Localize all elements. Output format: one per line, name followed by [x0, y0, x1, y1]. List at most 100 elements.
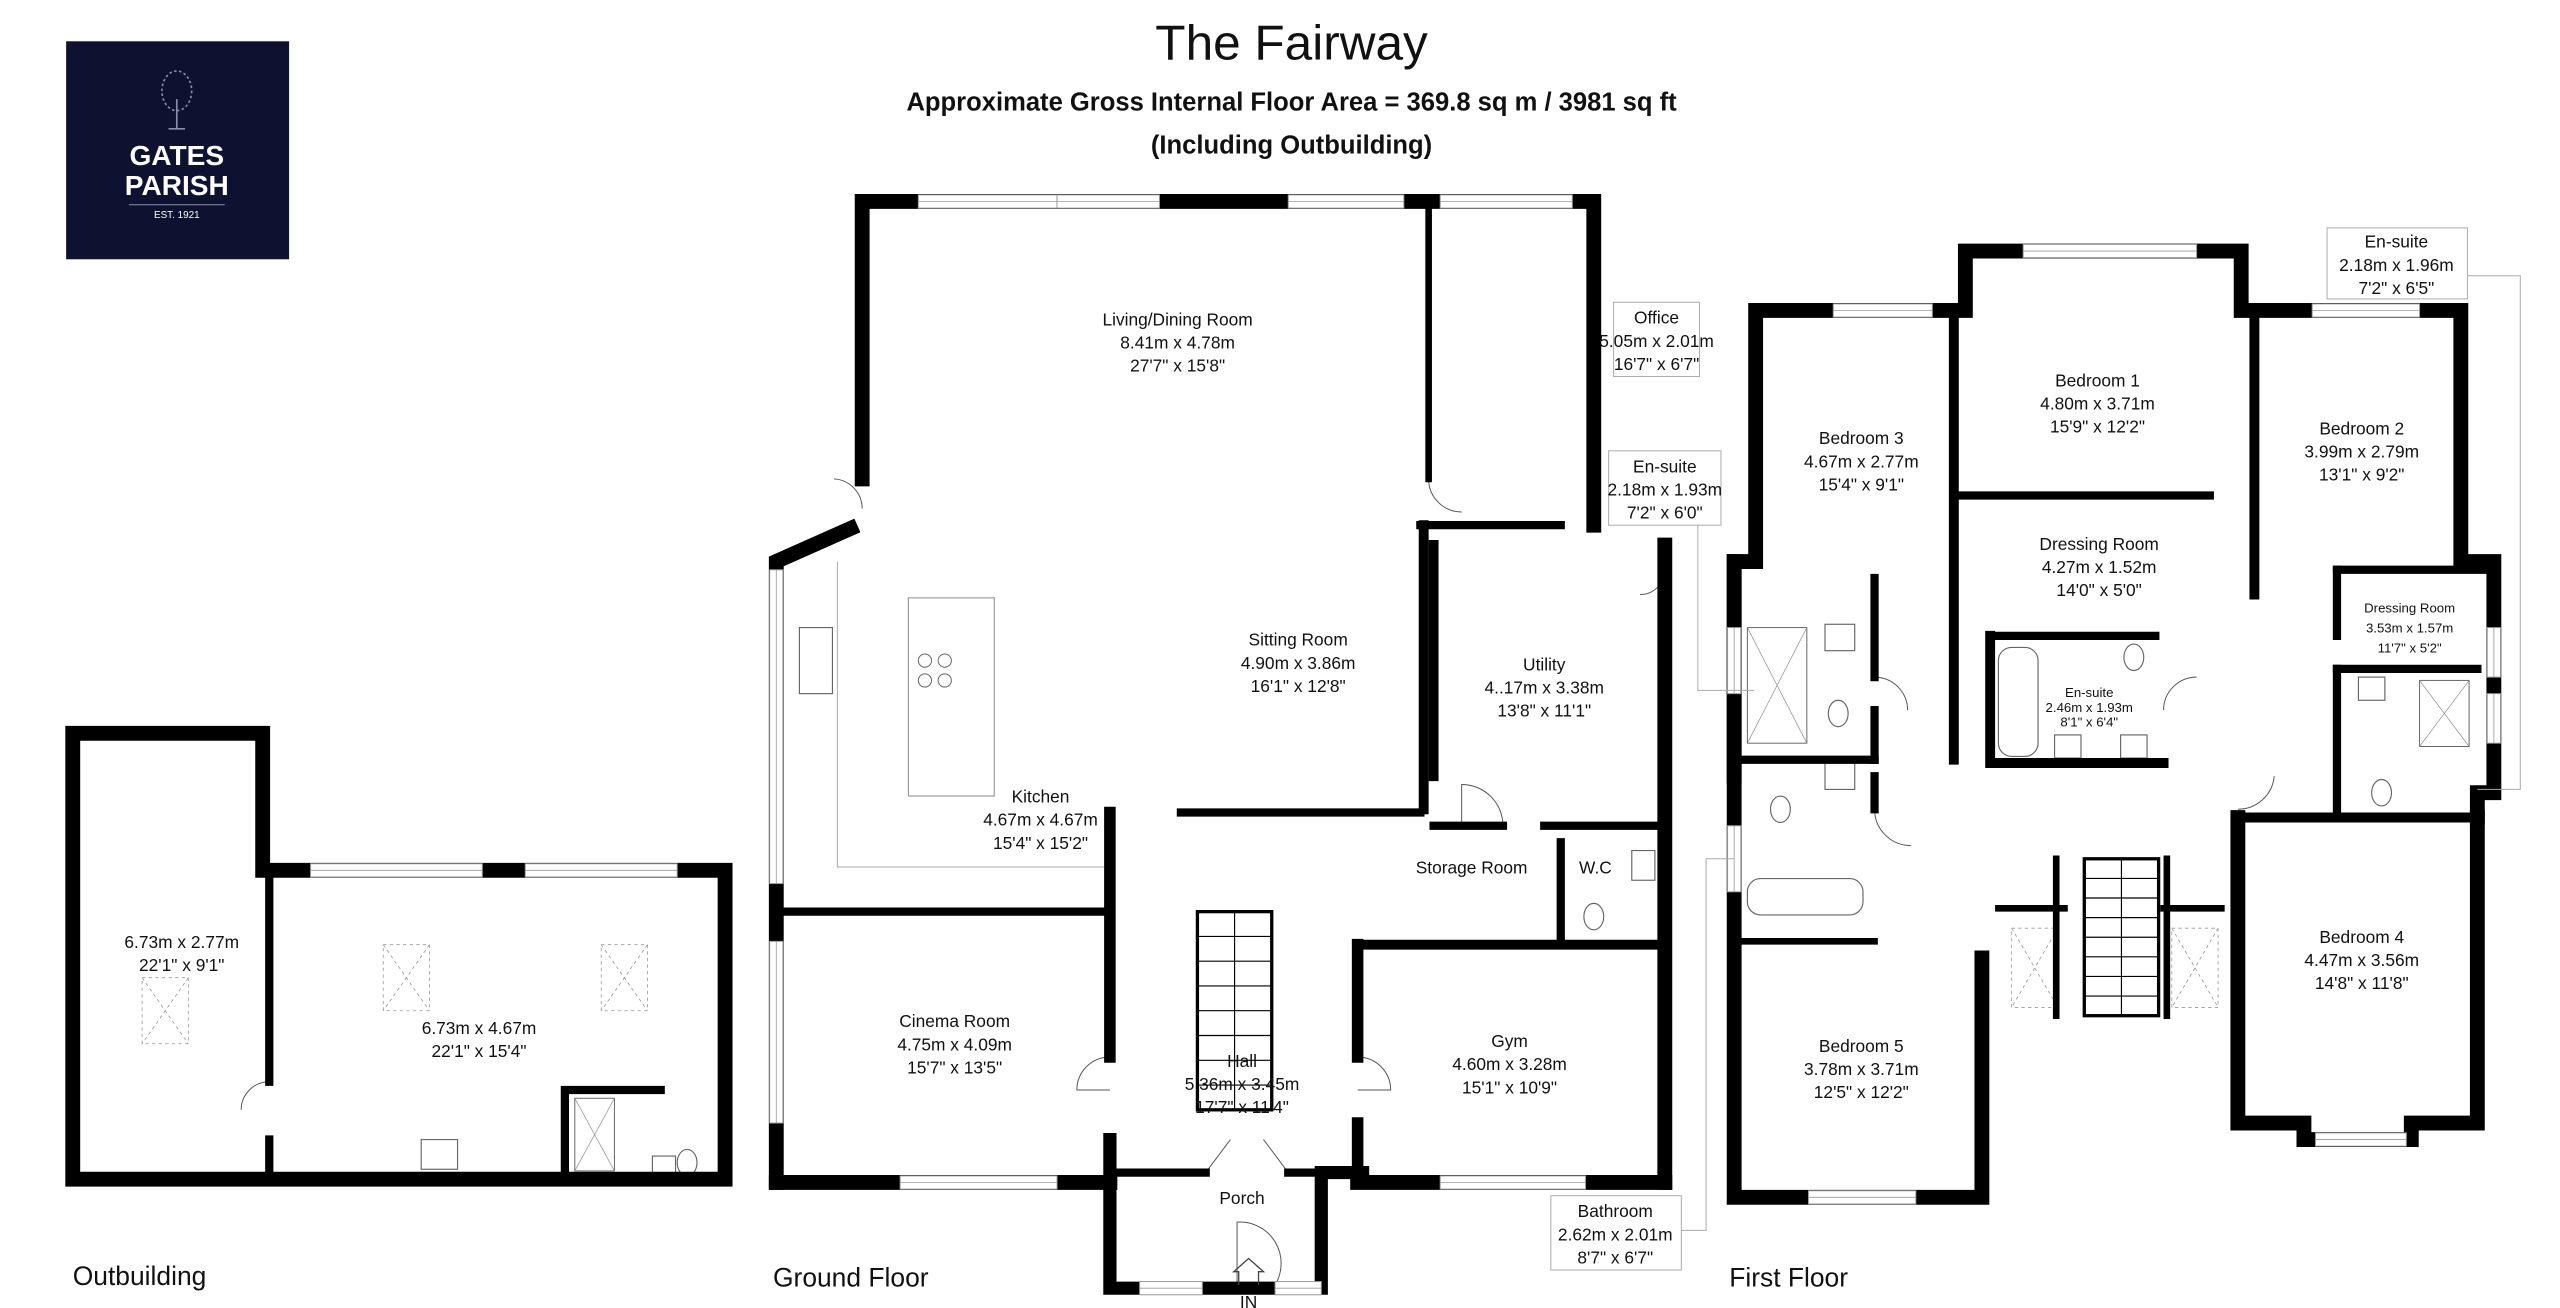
outbuilding-room-1-dims-m: 6.73m x 2.77m [124, 932, 239, 952]
window [1727, 627, 1742, 695]
room-name: Bedroom 4 [2319, 927, 2404, 947]
windows [310, 194, 2501, 1296]
logo-line1: GATES [129, 140, 224, 171]
room-dressing-1: Dressing Room 4.27m x 1.52m 14'0" x 5'0" [2039, 534, 2158, 600]
plan-title: The Fairway [1155, 15, 1428, 70]
callout-office: Office 5.05m x 2.01m 16'7" x 6'7" [1599, 301, 1714, 378]
window [1287, 194, 1405, 209]
hob-burner-icon [937, 673, 952, 688]
room-dims-ft: 7'2" x 6'0" [1627, 503, 1703, 523]
basin-icon [1824, 623, 1856, 652]
room-name: En-suite [1633, 456, 1697, 476]
room-dims-m: 3.78m x 3.71m [1804, 1059, 1919, 1079]
floor-area: Approximate Gross Internal Floor Area = … [906, 89, 1677, 117]
entrance-arrow-icon [1232, 1257, 1266, 1285]
tree-icon [161, 70, 193, 130]
room-dims-m: 4.75m x 4.09m [897, 1034, 1012, 1054]
window [1807, 1190, 1917, 1205]
room-bedroom-5: Bedroom 5 3.78m x 3.71m 12'5" x 12'2" [1804, 1036, 1919, 1102]
room-name: Bathroom [1578, 1201, 1653, 1221]
callout-ensuite-b: En-suite 2.18m x 1.96m 7'2" x 6'5" [2326, 227, 2521, 790]
window [2022, 243, 2198, 259]
room-dims-m: 4.80m x 3.71m [2040, 394, 2155, 414]
room-dressing-2: Dressing Room 3.53m x 1.57m 11'7" x 5'2" [2364, 601, 2455, 656]
window [1832, 303, 1933, 318]
shower-cross [2419, 680, 2470, 747]
shower-icon [2419, 679, 2470, 747]
basin-icon [1631, 849, 1656, 881]
door-swing [240, 1081, 270, 1110]
shower-cross [1747, 627, 1808, 744]
staircase [2082, 857, 2161, 1018]
window [1056, 194, 1160, 209]
room-hall: Hall 5.36m x 3.45m 17'7" x 11'4" [1185, 1051, 1300, 1117]
sink-icon [798, 626, 834, 695]
shower-icon [574, 1097, 615, 1172]
door-swing [1263, 1139, 1289, 1173]
room-name: Cinema Room [899, 1011, 1010, 1031]
wall [768, 518, 861, 1190]
room-name: Kitchen [1012, 787, 1070, 807]
room-dims-ft: 15'4" x 9'1" [1819, 475, 1904, 495]
door-swing [1874, 676, 1909, 711]
skylight [600, 944, 648, 1012]
ground-floor-plan: Living/Dining Room 8.41m x 4.78m 27'7" x… [773, 309, 1612, 1308]
room-sitting: Sitting Room 4.90m x 3.86m 16'1" x 12'8" [1241, 630, 1356, 696]
floor-label-ground: Ground Floor [773, 1263, 929, 1293]
room-name: Bedroom 2 [2319, 418, 2404, 438]
toilet-icon [1583, 902, 1605, 931]
room-dims-ft: 15'7" x 13'5" [907, 1057, 1002, 1077]
kitchen-island [907, 597, 995, 797]
window [1439, 1175, 1587, 1190]
hob-burner-icon [937, 653, 952, 668]
room-name: Dressing Room [2364, 601, 2455, 616]
window [310, 863, 483, 878]
window [1139, 1281, 1203, 1296]
skylight-frame [2171, 927, 2219, 1008]
room-wc: W.C [1579, 858, 1612, 878]
wall [854, 194, 1602, 533]
door-swing [1428, 478, 1462, 513]
room-dims-m: 5.36m x 3.45m [1185, 1074, 1300, 1094]
room-dims-ft: 14'8" x 11'8" [2315, 973, 2409, 993]
walls [65, 194, 2502, 1295]
room-dims-m: 4.67m x 4.67m [983, 810, 1098, 830]
room-dims-m: 5.05m x 2.01m [1599, 331, 1714, 351]
room-dims-ft: 12'5" x 12'2" [1814, 1082, 1909, 1102]
door-swing [2163, 676, 2197, 711]
basin-icon [1824, 762, 1856, 791]
wall [1726, 243, 2502, 825]
door-swing [1357, 1056, 1392, 1091]
room-kitchen: Kitchen 4.67m x 4.67m 15'4" x 15'2" [983, 787, 1098, 853]
first-floor-plan: Bedroom 3 4.67m x 2.77m 15'4" x 9'1" Bed… [1729, 370, 2455, 1292]
header: The Fairway Approximate Gross Internal F… [906, 15, 1677, 159]
room-bedroom-3: Bedroom 3 4.67m x 2.77m 15'4" x 9'1" [1804, 428, 1919, 494]
room-dims-m: 4.67m x 2.77m [1804, 451, 1919, 471]
room-name: Bedroom 5 [1819, 1036, 1904, 1056]
wall [65, 725, 733, 1187]
agent-logo: GATES PARISH EST. 1921 [66, 41, 290, 260]
room-name: Hall [1227, 1051, 1257, 1071]
shower-tray [574, 1097, 615, 1172]
room-dims-ft: 13'8" x 11'1" [1497, 701, 1591, 721]
room-dims-ft: 17'7" x 11'4" [1195, 1097, 1289, 1117]
room-dims-m: 8.41m x 4.78m [1120, 332, 1235, 352]
room-name: Utility [1523, 655, 1566, 675]
skylight-cross [382, 944, 430, 1011]
room-bedroom-1: Bedroom 1 4.80m x 3.71m 15'9" x 12'2" [2040, 370, 2155, 436]
toilet-icon [1827, 699, 1849, 728]
window [769, 940, 784, 1124]
door-swing [1236, 1221, 1282, 1289]
room-name: Gym [1491, 1031, 1528, 1051]
bath-icon [1997, 646, 2039, 757]
window [524, 863, 678, 878]
toilet-icon [2123, 643, 2145, 672]
outbuilding-room-1-dims-ft: 22'1" x 9'1" [139, 955, 224, 975]
skylight [141, 977, 189, 1045]
room-dims-m: 4.47m x 3.56m [2304, 950, 2419, 970]
window [2486, 627, 2501, 678]
room-dims-ft: 27'7" x 15'8" [1130, 356, 1225, 376]
basin-icon [2053, 734, 2082, 759]
room-dims-ft: 7'2" x 6'5" [2359, 278, 2435, 298]
skylight [382, 944, 430, 1012]
